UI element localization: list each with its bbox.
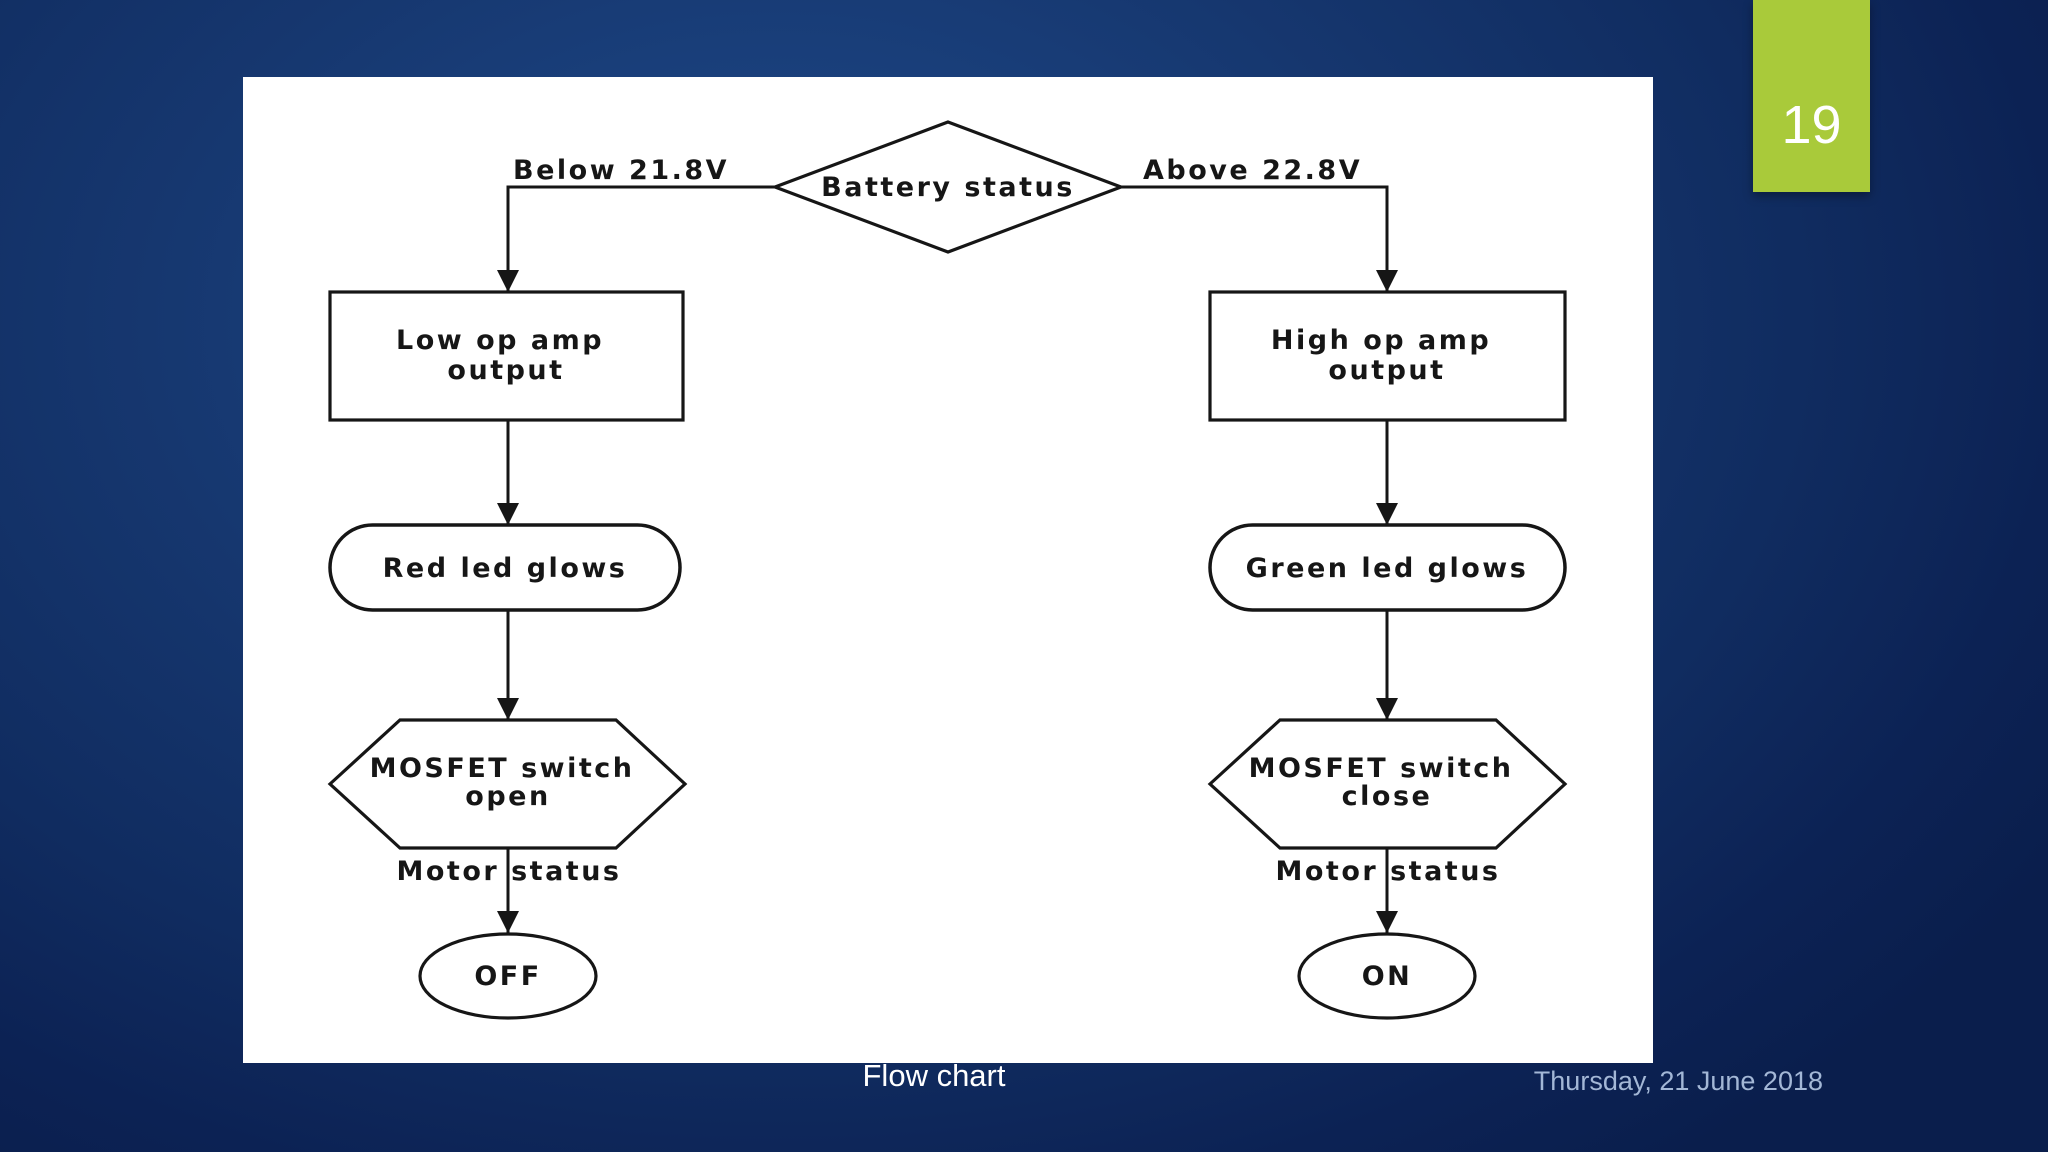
right-motor-status-label: Motor status — [1276, 856, 1501, 887]
left-condition-label: Below 21.8V — [513, 155, 729, 186]
left-led-text: Red led glows — [383, 553, 628, 584]
flowchart-svg: Battery status Below 21.8V Above 22.8V L… — [327, 120, 1568, 1020]
slide-date: Thursday, 21 June 2018 — [1533, 1066, 1823, 1096]
right-led-stadium — [1208, 523, 1567, 612]
left-process-text: Low op amp output — [396, 325, 616, 386]
connector-diamond-to-left-box — [497, 185, 775, 292]
connector-diamond-to-right-box — [1121, 185, 1398, 292]
right-process-box — [1208, 290, 1567, 422]
left-led-stadium — [328, 523, 682, 612]
slide-number-badge: 19 — [1753, 0, 1870, 192]
right-switch-hexagon — [1207, 718, 1568, 850]
left-motor-state-circle — [418, 932, 598, 1020]
left-motor-status-label: Motor status — [397, 856, 622, 887]
right-led-text: Green led glows — [1246, 553, 1529, 584]
right-process-text: High op amp output — [1271, 325, 1503, 386]
right-condition-label: Above 22.8V — [1143, 155, 1362, 186]
right-switch-text: MOSFET switch close — [1249, 753, 1526, 812]
battery-status-diamond — [770, 120, 1126, 254]
left-motor-state-text: OFF — [474, 961, 541, 992]
left-switch-text: MOSFET switch open — [370, 753, 647, 812]
slide-number: 19 — [1781, 95, 1842, 155]
right-motor-state-text: ON — [1362, 961, 1413, 992]
right-motor-state-circle — [1297, 932, 1477, 1020]
slide-caption: Flow chart — [862, 1058, 1006, 1093]
flowchart-panel: Battery status Below 21.8V Above 22.8V L… — [243, 77, 1653, 1063]
battery-status-label: Battery status — [821, 172, 1075, 203]
left-switch-hexagon — [327, 718, 688, 850]
left-process-box — [328, 290, 685, 422]
